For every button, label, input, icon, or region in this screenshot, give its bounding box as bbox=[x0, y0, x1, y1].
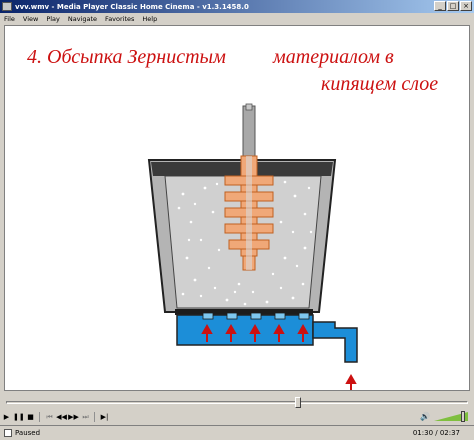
part-core bbox=[246, 156, 252, 270]
speaker-icon[interactable]: 🔊 bbox=[420, 412, 430, 421]
inlet-arrow bbox=[345, 373, 357, 390]
separator bbox=[39, 412, 40, 422]
menu-navigate[interactable]: Navigate bbox=[67, 14, 98, 23]
playback-controls: ▶ ❚❚ ■ ⏮ ◀◀ ▶▶ ⏭ ▶| bbox=[0, 410, 474, 424]
caption-line1-right: материалом в bbox=[272, 46, 394, 68]
holder-rod bbox=[242, 105, 256, 159]
rewind-button[interactable]: ◀◀ bbox=[56, 412, 67, 421]
caption-line2: кипящем слое bbox=[321, 73, 438, 95]
menu-bar: File View Play Navigate Favorites Help bbox=[0, 13, 474, 24]
minimize-button[interactable]: _ bbox=[434, 1, 446, 11]
menu-help[interactable]: Help bbox=[142, 14, 158, 23]
air-flow-arrows bbox=[201, 323, 309, 342]
air-chamber bbox=[176, 314, 314, 346]
forward-button[interactable]: ▶▶ bbox=[68, 412, 79, 421]
status-bar: Paused 01:30 / 02:37 bbox=[0, 425, 474, 440]
maximize-button[interactable]: □ bbox=[447, 1, 459, 11]
menu-file[interactable]: File bbox=[4, 14, 15, 23]
seek-thumb[interactable] bbox=[295, 397, 302, 408]
volume-slider[interactable] bbox=[434, 411, 468, 422]
pause-button[interactable]: ❚❚ bbox=[13, 412, 25, 421]
volume-thumb[interactable] bbox=[460, 411, 465, 422]
menu-play[interactable]: Play bbox=[46, 14, 60, 23]
caption-line1-left: 4. Обсыпка Зернистым bbox=[27, 46, 226, 68]
powder-particles bbox=[177, 180, 313, 306]
stop-button[interactable]: ■ bbox=[27, 412, 34, 421]
app-icon[interactable] bbox=[2, 2, 12, 11]
seek-bar[interactable] bbox=[2, 394, 472, 410]
status-state: Paused bbox=[15, 429, 41, 437]
menu-favorites[interactable]: Favorites bbox=[105, 14, 135, 23]
seek-track[interactable] bbox=[6, 401, 468, 404]
volume-control: 🔊 bbox=[420, 411, 468, 422]
porous-plate bbox=[175, 309, 313, 315]
previous-button[interactable]: ⏮ bbox=[46, 412, 53, 421]
air-pipe bbox=[312, 321, 358, 363]
frame-step-button[interactable]: ▶| bbox=[100, 412, 109, 421]
video-frame: 4. Обсыпка Зернистым материалом в кипяще… bbox=[27, 46, 438, 390]
video-area[interactable]: 4. Обсыпка Зернистым материалом в кипяще… bbox=[4, 25, 470, 391]
title-bar[interactable]: vvv.wmv - Media Player Classic Home Cine… bbox=[0, 0, 474, 13]
next-button[interactable]: ⏭ bbox=[82, 412, 89, 421]
separator bbox=[94, 412, 95, 422]
close-button[interactable]: × bbox=[460, 1, 472, 11]
volume-level bbox=[434, 412, 468, 421]
window-title: vvv.wmv - Media Player Classic Home Cine… bbox=[15, 2, 249, 11]
time-readout: 01:30 / 02:37 bbox=[412, 429, 460, 437]
holder-rod-top bbox=[245, 103, 253, 111]
menu-view[interactable]: View bbox=[22, 14, 39, 23]
status-icon bbox=[4, 429, 12, 437]
play-button[interactable]: ▶ bbox=[3, 412, 10, 421]
plate-holes bbox=[202, 312, 310, 320]
window-buttons: _ □ × bbox=[434, 1, 472, 11]
